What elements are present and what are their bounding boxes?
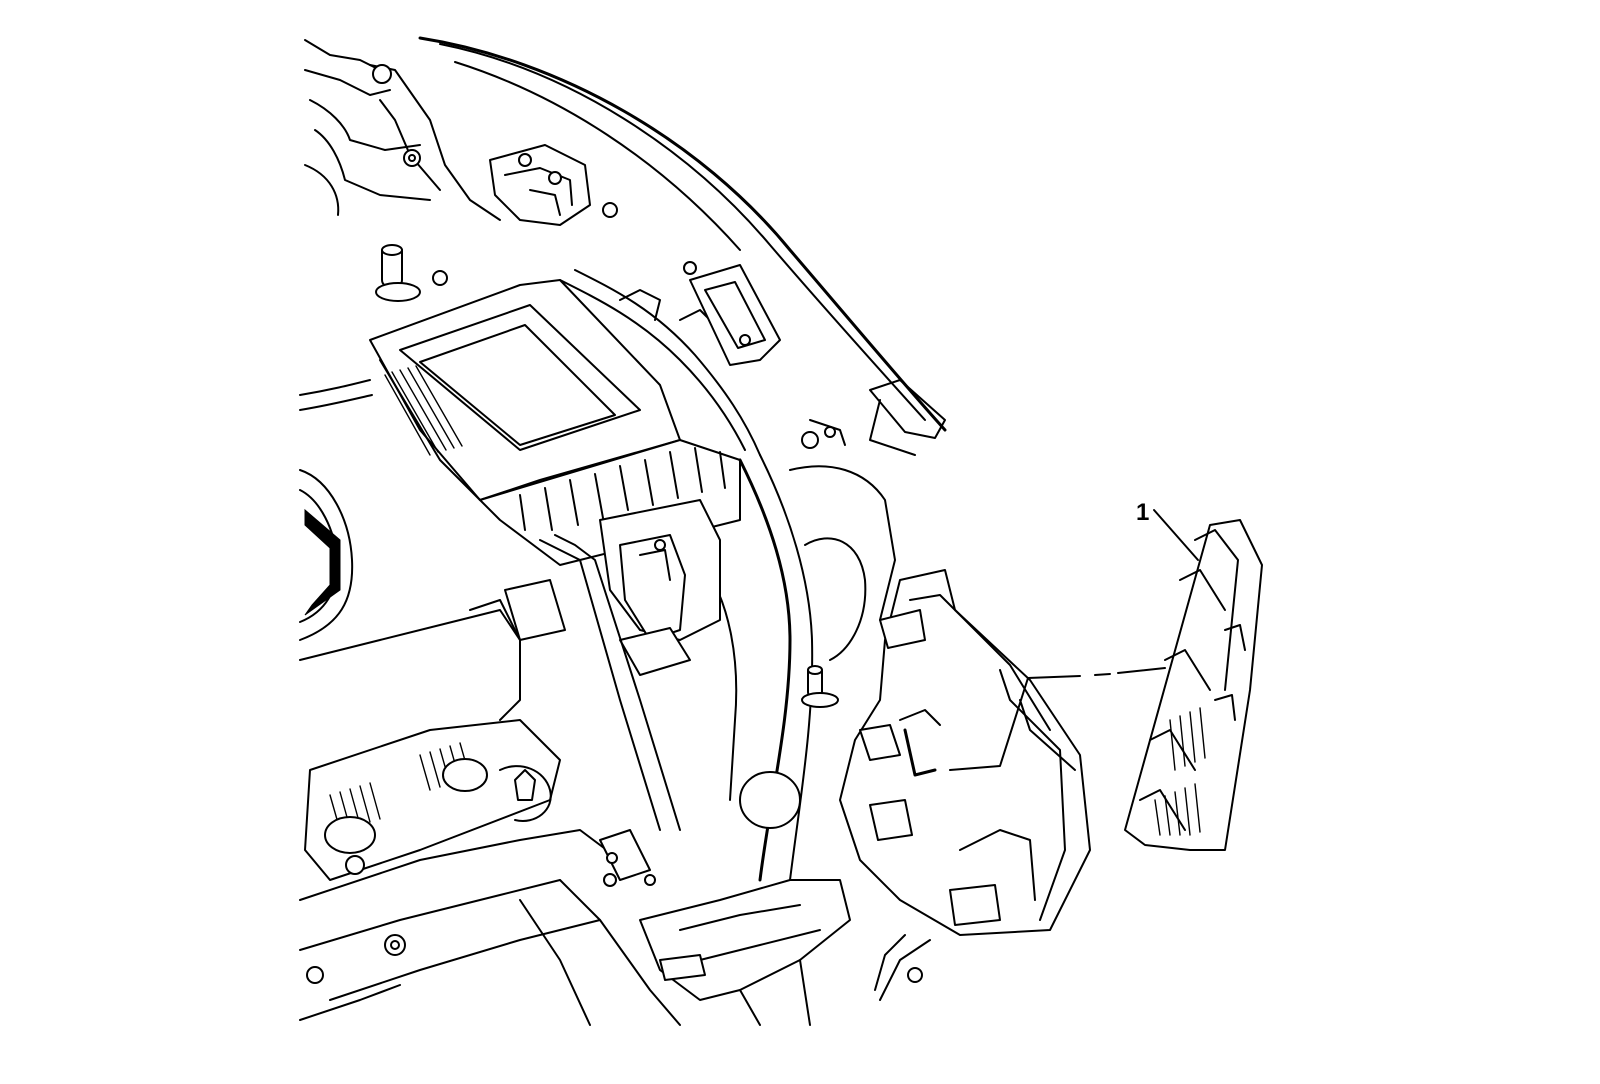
control-module [1124, 519, 1263, 851]
upper-bracket-cluster [304, 39, 697, 286]
callout-1-label: 1 [1136, 499, 1149, 526]
relay-bracket [469, 499, 721, 831]
module-bracket [839, 569, 1091, 1001]
engine-cover [299, 469, 521, 661]
module-pins [1154, 707, 1206, 836]
installation-leader [949, 667, 1166, 771]
air-cleaner-fins [384, 365, 463, 456]
radiator-support [699, 419, 896, 882]
lower-left-assembly [299, 719, 681, 1026]
lower-center-bracket [599, 829, 851, 1026]
wiring-harness [559, 264, 781, 456]
air-cleaner-ribs [519, 447, 726, 531]
fender-edge [418, 36, 947, 456]
callout-1: 1 [1136, 499, 1199, 561]
callout-1-leader [1153, 509, 1199, 561]
strut-stud [375, 244, 421, 302]
